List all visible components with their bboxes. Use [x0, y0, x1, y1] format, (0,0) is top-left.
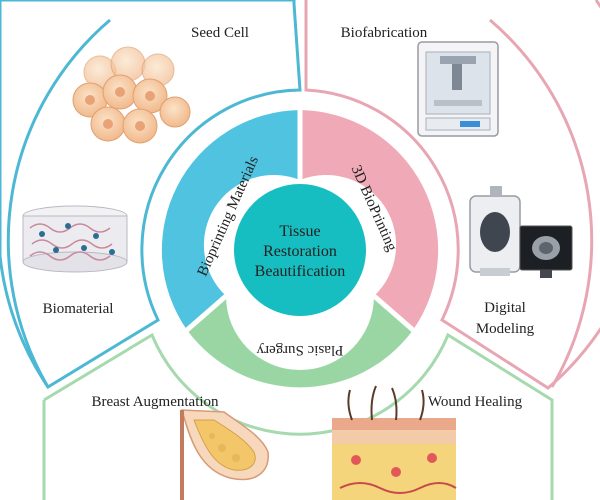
- label-modeling: Modeling: [476, 321, 535, 337]
- inner-segment-plastic-surgery[interactable]: [187, 296, 413, 388]
- inner-segment-3d-bioprinting[interactable]: [300, 110, 439, 330]
- label-breast-augmentation: Breast Augmentation: [91, 394, 219, 410]
- label-digital: Digital: [484, 300, 526, 316]
- biomaterial-scaffold-icon: [22, 205, 128, 273]
- mri-scanner-icon: [469, 186, 573, 278]
- skin-layers-icon: [332, 385, 457, 500]
- label-biofabrication: Biofabrication: [341, 25, 428, 41]
- center-line-1: Tissue: [279, 223, 320, 240]
- label-plastic-surgery: Plasic Surgery: [256, 342, 343, 358]
- label-seed-cell: Seed Cell: [191, 25, 249, 41]
- label-biomaterial: Biomaterial: [43, 301, 114, 317]
- breast-anatomy-icon: [180, 409, 269, 500]
- center-line-3: Beautification: [255, 263, 346, 280]
- seed-cell-cluster-icon: [72, 46, 191, 144]
- outer-sector-surgery: [42, 332, 554, 500]
- inner-segment-bioprinting-materials[interactable]: [161, 110, 300, 330]
- outer-sector-materials: [0, 0, 302, 390]
- outer-sector-biofabrication: [304, 0, 600, 390]
- bioprinter-icon: [417, 41, 499, 137]
- center-line-2: Restoration: [263, 243, 337, 260]
- label-wound-healing: Wound Healing: [428, 394, 523, 410]
- center-circle: [230, 180, 370, 320]
